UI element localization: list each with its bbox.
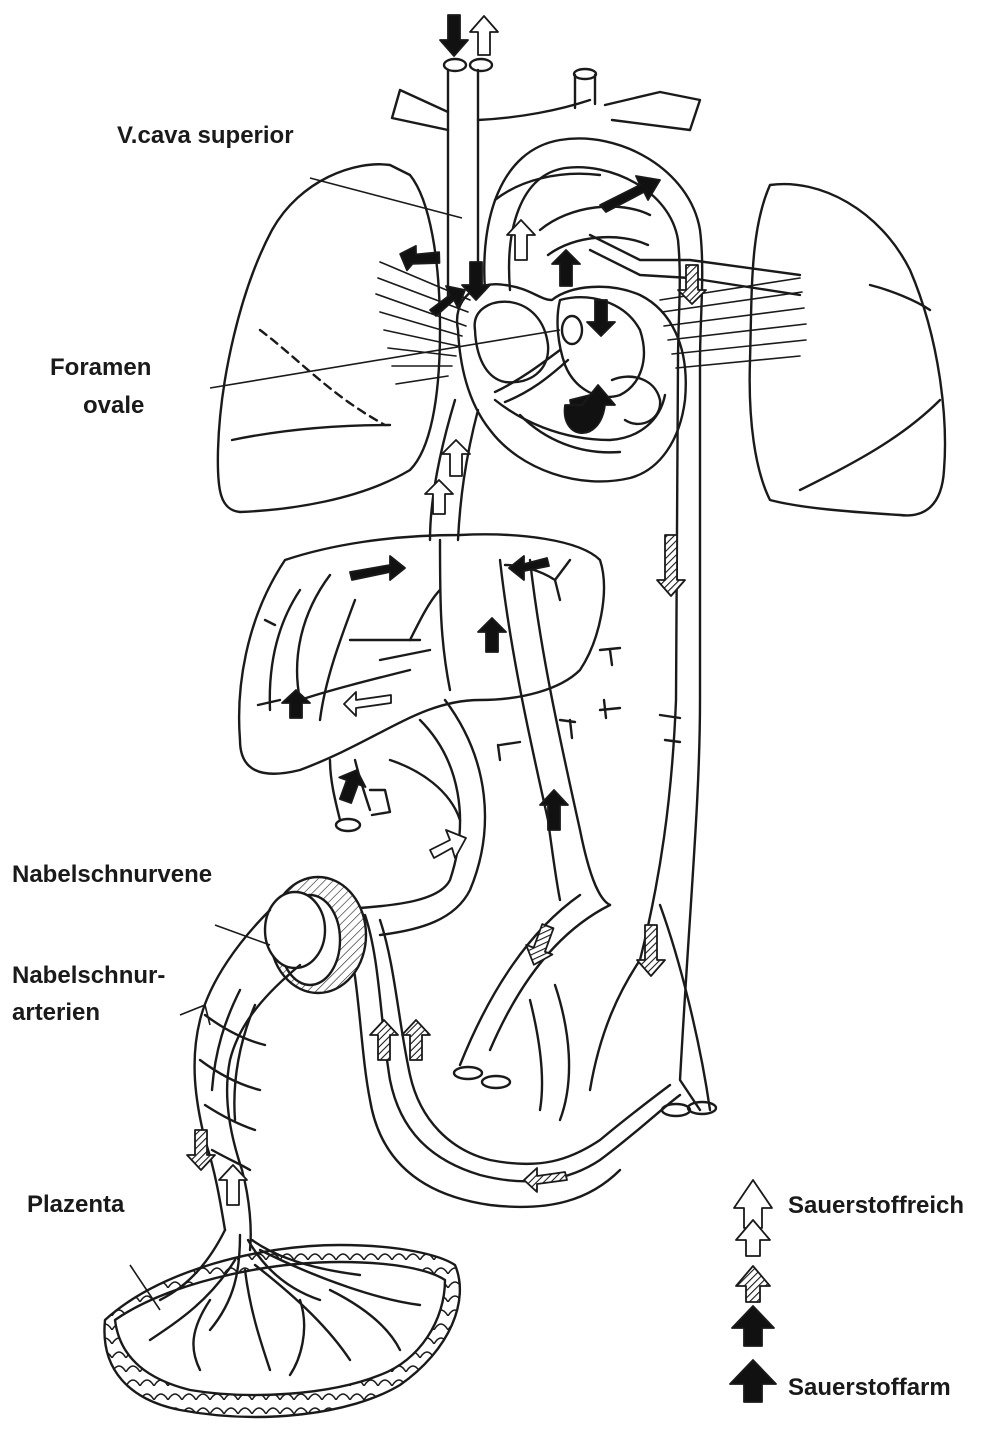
descending-aorta <box>640 360 700 1110</box>
label-foramen-ovale-line2: ovale <box>83 388 144 424</box>
liver <box>239 534 604 773</box>
legend-arrow-level-4 <box>732 1306 774 1346</box>
label-nabelschnurvene: Nabelschnurvene <box>12 857 212 893</box>
arrow-top-up <box>470 16 498 55</box>
flow-arrows <box>187 15 706 1205</box>
label-nabelschnurarterien-line2: arterien <box>12 995 100 1031</box>
umbilical-vein <box>360 700 485 935</box>
legend-arrow-level-3 <box>736 1266 770 1302</box>
iliac-arteries <box>460 895 710 1110</box>
leader-vena-cava <box>310 178 462 218</box>
label-plazenta: Plazenta <box>27 1187 124 1223</box>
heart <box>457 284 686 481</box>
label-vena-cava-superior: V.cava superior <box>117 118 294 154</box>
legend-label-oxygen-poor: Sauerstoffarm <box>788 1374 951 1402</box>
legend-arrows <box>730 1180 776 1402</box>
right-lung <box>218 164 440 512</box>
legend-arrow-level-2 <box>736 1220 770 1256</box>
label-nabelschnurarterien-line1: Nabelschnur- <box>12 958 165 994</box>
legend-label-oxygen-rich: Sauerstoffreich <box>788 1192 964 1220</box>
arrow-top-down <box>440 15 468 56</box>
leader-foramen-ovale <box>210 330 560 388</box>
label-foramen-ovale-line1: Foramen <box>50 350 151 386</box>
legend-arrow-oxygen-poor <box>730 1360 776 1402</box>
